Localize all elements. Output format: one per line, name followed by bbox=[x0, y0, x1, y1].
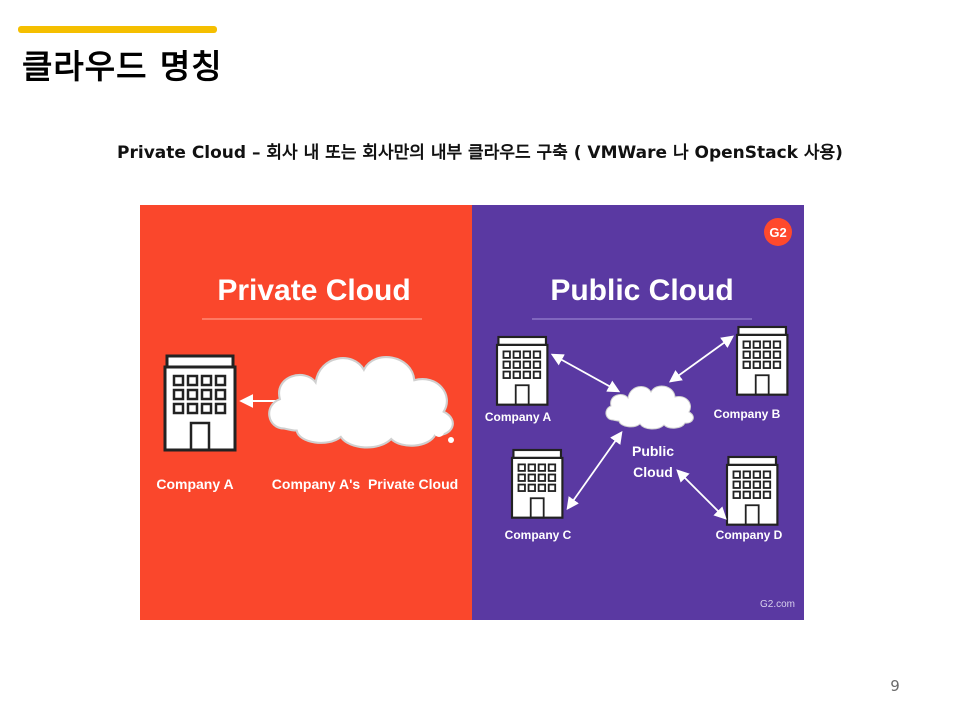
private-company-building-icon bbox=[163, 354, 237, 452]
arrow-cloud-company-a bbox=[550, 353, 621, 393]
cloud-bubble-large bbox=[434, 427, 444, 437]
slide-subtitle: Private Cloud – 회사 내 또는 회사만의 내부 클라우드 구축 … bbox=[117, 143, 843, 163]
arrow-cloud-company-d bbox=[676, 469, 727, 520]
page-number: 9 bbox=[890, 677, 900, 695]
g2-logo: G2 bbox=[764, 218, 792, 246]
cloud-bubble-small bbox=[448, 437, 454, 443]
figure-source-label: G2.com bbox=[760, 599, 795, 610]
arrow-cloud-company-c bbox=[566, 430, 623, 511]
private-company-label: Company A bbox=[156, 476, 233, 492]
public-cloud-heading: Public Cloud bbox=[550, 274, 733, 307]
public-company-a-label: Company A bbox=[485, 410, 552, 424]
public-company-c-label: Company C bbox=[505, 528, 572, 542]
title-accent-bar bbox=[18, 26, 217, 33]
public-company-d-label: Company D bbox=[716, 528, 783, 542]
cloud-comparison-figure: Private Cloud Company A Company A's Priv… bbox=[140, 205, 804, 620]
private-cloud-heading: Private Cloud bbox=[217, 274, 410, 307]
private-cloud-label: Company A's Private Cloud bbox=[272, 476, 458, 492]
arrow-cloud-company-b bbox=[668, 335, 735, 383]
public-cloud-label-line2: Cloud bbox=[633, 464, 673, 480]
public-company-b-building-icon bbox=[735, 325, 789, 396]
public-cloud-label-line1: Public bbox=[632, 443, 674, 459]
public-company-c-building-icon bbox=[510, 448, 564, 519]
slide-title: 클라우드 명칭 bbox=[22, 47, 223, 86]
g2-logo-text: G2 bbox=[769, 225, 786, 240]
public-company-d-building-icon bbox=[725, 455, 779, 526]
public-company-b-label: Company B bbox=[714, 407, 781, 421]
public-company-a-building-icon bbox=[495, 335, 549, 406]
